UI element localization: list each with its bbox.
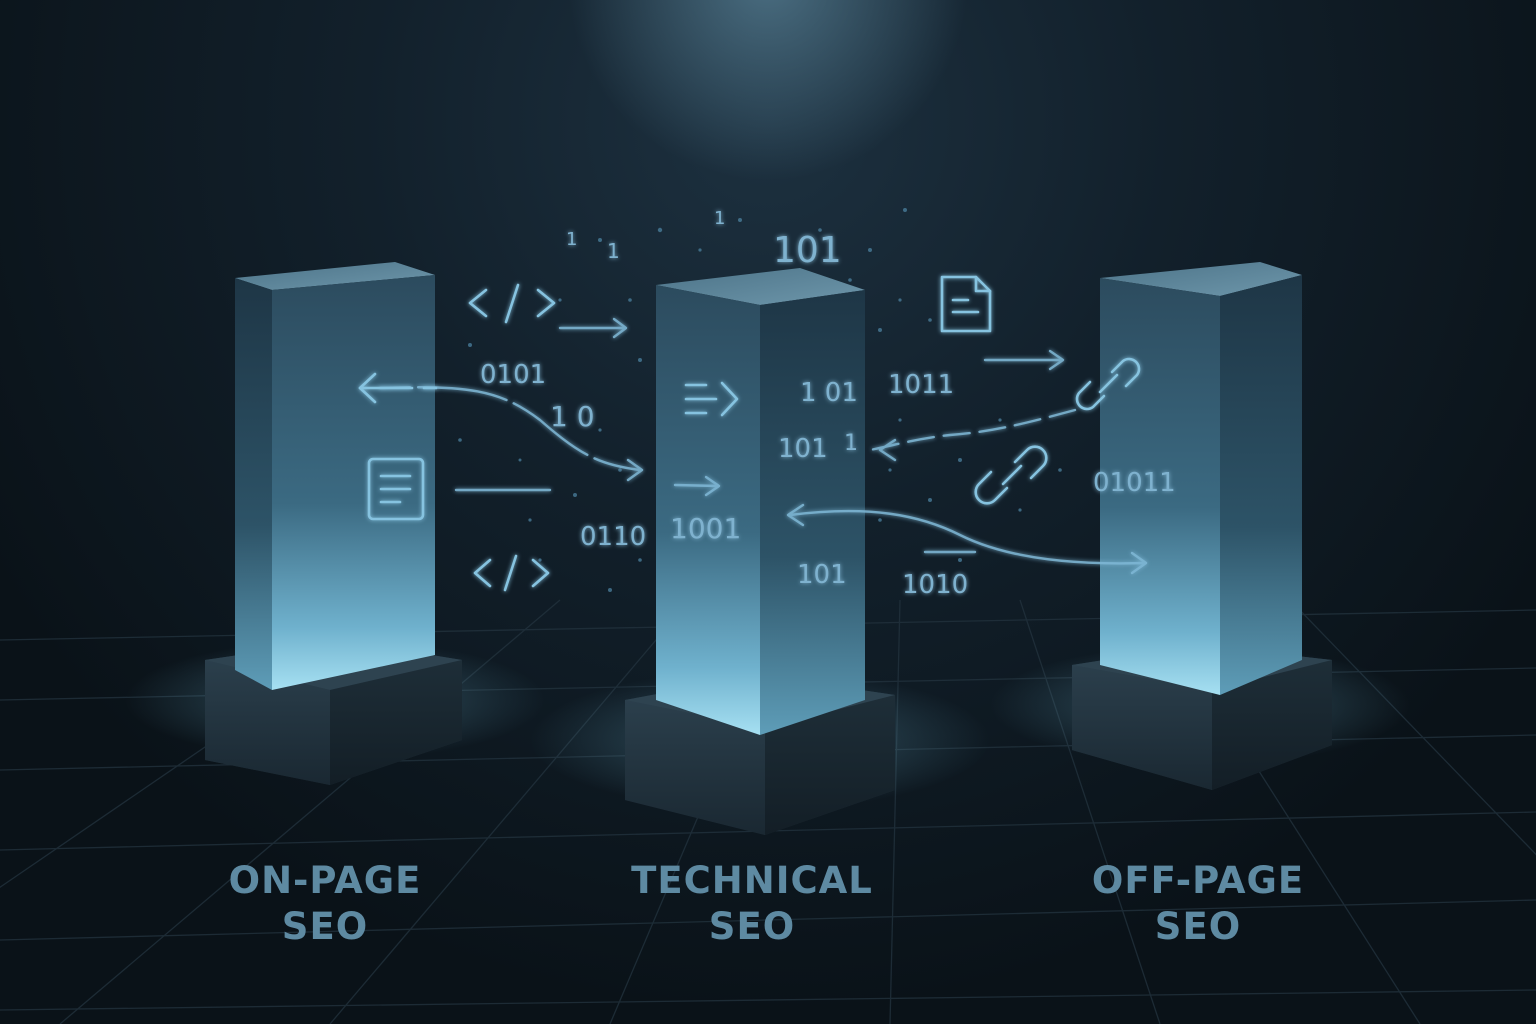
binary-label: 1 01 [800,378,858,408]
document-icon-left [367,457,425,521]
pillar-label-line: ON-PAGE [228,859,422,902]
binary-label: 101 [773,230,842,271]
binary-label: 1 [844,431,858,456]
link-icon-bottom [974,445,1048,505]
pillar-label-line: SEO [708,905,796,948]
pillar-label-off-page: OFF-PAGE SEO [1028,858,1368,950]
pillar-technical [625,268,895,835]
text-lines-arrow-icon [684,381,739,417]
link-icon-top [1075,357,1141,411]
pillar-label-on-page: ON-PAGE SEO [155,858,495,950]
binary-label: 1 0 [550,400,595,433]
document-icon-right [940,275,992,333]
pillar-label-line: SEO [1154,905,1242,948]
binary-label: 101 [797,560,847,590]
icons [358,275,1141,592]
binary-label: 1 [714,208,725,229]
pillar-on-page [205,262,462,785]
binary-label: 1001 [670,512,741,545]
arrow-left-icon [358,372,438,404]
binary-label: 1011 [888,370,954,400]
flow-lines [378,317,1148,575]
spotlight [558,0,978,180]
particle-dots [458,208,1062,592]
binary-label: 101 [778,434,828,464]
pillar-label-line: TECHNICAL [631,859,873,902]
binary-labels: 0101 1 0 0110 1 1 101 1 1 01 101 1 1001 … [480,208,1176,600]
pillar-label-line: OFF-PAGE [1091,859,1305,902]
binary-label: 1 [607,239,620,263]
binary-label: 0101 [480,360,546,390]
pillar-off-page [1072,262,1332,790]
pillar-label-technical: TECHNICAL SEO [582,858,922,950]
pillar-label-line: SEO [281,905,369,948]
binary-label: 1 [566,229,577,250]
code-icon-bottom [473,554,550,592]
binary-label: 0110 [580,522,646,552]
binary-label: 01011 [1093,468,1176,498]
binary-label: 1010 [902,570,968,600]
code-icon-top [468,283,556,324]
